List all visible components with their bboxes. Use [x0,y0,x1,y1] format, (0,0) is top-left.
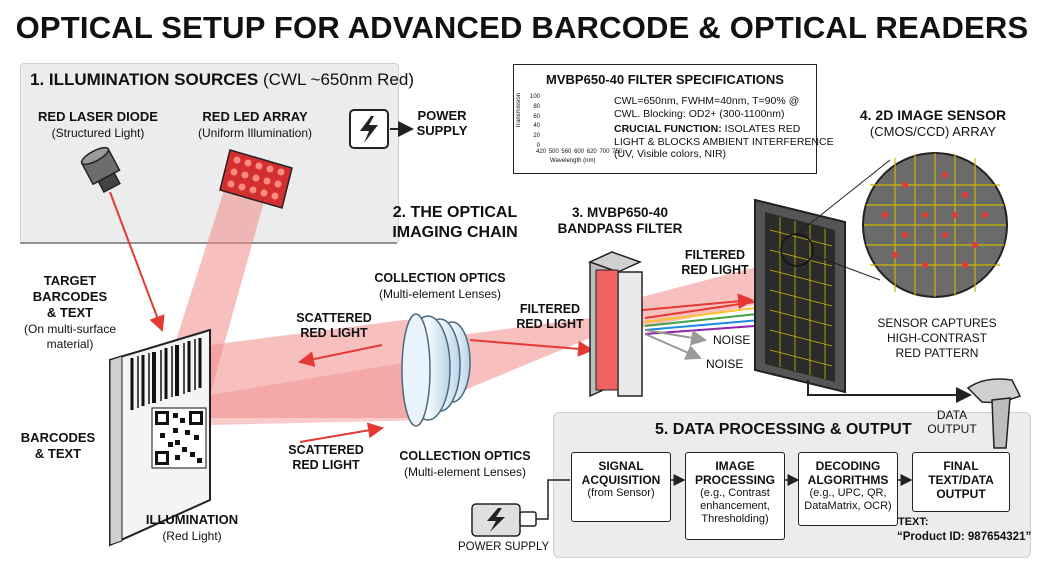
led-array-label: RED LED ARRAY [202,109,308,124]
step-desc: (e.g., UPC, QR, DataMatrix, OCR) [804,487,892,512]
page-title: OPTICAL SETUP FOR ADVANCED BARCODE & OPT… [15,10,1029,45]
scattered-label-top: SCATTERED RED LIGHT [296,311,372,340]
barcodes-text-label: BARCODES & TEXT [20,430,96,461]
laser-beam [109,191,165,332]
step-desc: (from Sensor) [587,487,655,499]
illumination-label: ILLUMINATION [145,512,239,527]
noise-label-1: NOISE [713,333,751,347]
illumination-heading-note: (CWL ~650nm Red) [262,70,414,89]
crucial-function-label: CRUCIAL FUNCTION: [614,123,722,135]
sensor-zoom-circle [862,152,1008,298]
y-tick: 20 [533,133,540,140]
spec-line: LIGHT & BLOCKS AMBIENT INTERFERENCE [614,135,834,148]
filtered-label-1: FILTERED RED LIGHT [516,302,584,331]
chart-y-ticks: 100 80 60 40 20 0 [528,93,540,152]
power-supply-label: POWER SUPPLY [416,108,468,138]
spec-line: ISOLATES RED [721,123,801,135]
processing-heading: 5. DATA PROCESSING & OUTPUT [655,421,912,438]
optics-bottom-label-group: COLLECTION OPTICS (Multi-element Lenses) [385,447,545,480]
x-tick: 620 [586,149,597,155]
laser-diode-label: RED LASER DIODE [38,109,158,124]
step-title: FINAL TEXT/DATA OUTPUT [928,459,994,501]
y-tick: 0 [536,142,540,149]
step-title: IMAGE PROCESSING [694,459,775,487]
power-supply-icon [349,109,389,149]
illumination-panel [20,63,399,244]
laser-diode-sub: (Structured Light) [51,126,145,140]
scatter-beam-top [210,318,420,418]
y-tick: 60 [533,113,540,120]
chart-x-ticks: 420 500 560 600 620 700 750 [536,149,622,155]
spec-line: CWL. Blocking: OD2+ (300-1100nm) [614,107,785,120]
illumination-label-group: ILLUMINATION (Red Light) [140,511,244,544]
filter-heading: 3. MVBP650-40 BANDPASS FILTER [557,205,683,236]
optics-top-sub: (Multi-element Lenses) [378,287,502,301]
filtered-beam-1 [460,318,590,392]
power-supply-bottom-label: POWER SUPPLY [458,541,550,553]
barcode-graphic [130,338,202,410]
step-signal-acquisition: SIGNAL ACQUISITION (from Sensor) [571,452,671,522]
y-tick: 100 [529,94,540,100]
filtered-label-2: FILTERED RED LIGHT [681,248,749,277]
laser-diode [80,146,121,194]
x-tick: 560 [561,149,572,155]
chart-ylabel: Transmission [516,93,522,129]
chain-heading: 2. THE OPTICAL IMAGING CHAIN [392,204,518,241]
noise-label-2: NOISE [706,357,744,371]
collection-optics-lens [401,313,471,427]
laser-diode-label-group: RED LASER DIODE (Structured Light) [38,108,158,141]
optics-bottom-sub: (Multi-element Lenses) [403,465,527,479]
optics-top-label-group: COLLECTION OPTICS (Multi-element Lenses) [360,269,520,302]
power-supply-bottom-icon [471,503,537,537]
scattered-label-bottom: SCATTERED RED LIGHT [288,443,364,472]
sensor-sub: (CMOS/CCD) ARRAY [869,124,997,139]
filter-specs-heading: MVBP650-40 FILTER SPECIFICATIONS [546,72,784,87]
chart-xlabel: Wavelength (nm) [550,158,596,164]
spec-line: (UV, Visible colors, NIR) [614,148,727,160]
target-label: TARGET BARCODES & TEXT [32,273,108,320]
y-tick: 80 [533,103,540,110]
filter-spec-text: CWL=650nm, FWHM=40nm, T=90% @ CWL. Block… [614,95,834,161]
scatter-beam-bottom [210,360,430,425]
led-array-label-group: RED LED ARRAY (Uniform Illumination) [190,108,320,141]
step-title: SIGNAL ACQUISITION [581,459,661,487]
optics-bottom-label: COLLECTION OPTICS [399,449,531,463]
led-array [219,149,293,209]
qr-code-graphic [151,407,207,469]
illumination-heading-group: 1. ILLUMINATION SOURCES (CWL ~650nm Red) [30,70,414,90]
illumination-sub: (Red Light) [162,529,222,543]
target-sub: (On multi-surface material) [23,322,117,351]
optics-top-label: COLLECTION OPTICS [374,271,506,285]
output-text-value: “Product ID: 987654321” [897,531,1032,543]
x-tick: 500 [548,149,559,155]
x-tick: 700 [599,149,610,155]
filter-specs-box: MVBP650-40 FILTER SPECIFICATIONS Transmi… [513,64,834,174]
illumination-heading: 1. ILLUMINATION SOURCES [30,70,259,89]
step-desc: (e.g., Contrast enhancement, Thresholdin… [700,487,770,525]
spec-line: CWL=650nm, FWHM=40nm, T=90% @ [614,95,800,107]
handheld-scanner-icon [966,378,1022,449]
sensor-heading: 4. 2D IMAGE SENSOR [859,107,1007,123]
x-tick: 420 [536,149,547,155]
step-decoding-algorithms: DECODING ALGORITHMS (e.g., UPC, QR, Data… [798,452,898,526]
step-image-processing: IMAGE PROCESSING (e.g., Contrast enhance… [685,452,785,540]
bandpass-filter [588,250,643,398]
y-tick: 40 [533,123,540,130]
x-tick: 600 [574,149,585,155]
step-title: DECODING ALGORITHMS [807,459,889,487]
step-final-output: FINAL TEXT/DATA OUTPUT [912,452,1010,512]
led-array-sub: (Uniform Illumination) [197,126,313,140]
image-sensor [754,198,846,394]
data-output-label: DATA OUTPUT [927,408,977,436]
sensor-heading-group: 4. 2D IMAGE SENSOR (CMOS/CCD) ARRAY [848,106,1018,139]
sensor-caption: SENSOR CAPTURES HIGH-CONTRAST RED PATTER… [877,316,997,360]
x-tick: 750 [612,149,623,155]
output-text-label: TEXT: [898,516,929,528]
